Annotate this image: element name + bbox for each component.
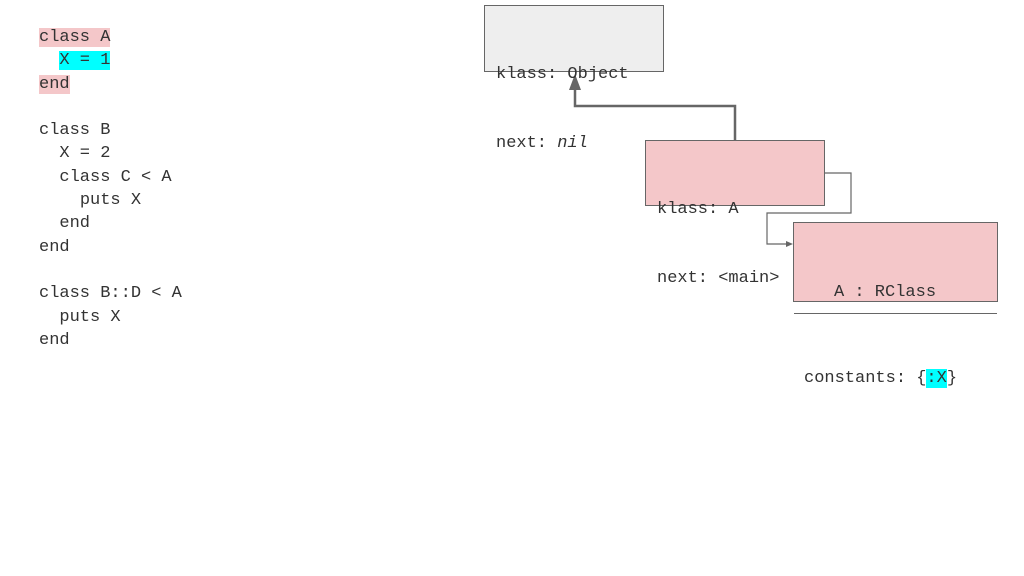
inheritance-arrowhead <box>569 74 581 90</box>
code-line-text: class A <box>39 28 111 47</box>
object-frame-box: klass: Object next: nil <box>484 5 664 153</box>
code-line: class C < A <box>39 166 182 189</box>
inheritance-arrow <box>573 82 737 140</box>
object-next-prefix: next: <box>496 134 558 153</box>
code-line: class A <box>39 26 182 49</box>
code-line-text: end <box>39 330 70 350</box>
code-line: X = 2 <box>39 142 182 165</box>
object-next-value: nil <box>557 134 588 153</box>
code-line-text: end <box>39 74 70 94</box>
class-pointer-arrowhead <box>786 241 793 247</box>
rclass-box: A : RClass constants: {:X} <box>793 222 998 388</box>
constants-suffix: } <box>946 369 958 388</box>
code-line: class B::D < A <box>39 282 182 305</box>
a-klass-label: klass: A <box>657 200 739 219</box>
class-pointer-connector <box>766 172 852 245</box>
code-line-text: class C < A <box>59 167 172 187</box>
code-line: puts X <box>39 306 182 329</box>
rclass-title: A : RClass <box>794 269 997 314</box>
code-line: class B <box>39 119 182 142</box>
object-klass-label: klass: Object <box>496 65 629 84</box>
object-next-row: next: nil <box>496 132 663 155</box>
code-line-text: class B <box>39 121 111 141</box>
code-line-text: class B::D < A <box>39 284 182 304</box>
code-line: end <box>39 329 182 352</box>
code-line: X = 1 <box>39 49 182 72</box>
code-line-text: X = 1 <box>59 51 111 71</box>
a-next-label: next: <main> <box>657 269 780 288</box>
code-line: end <box>39 236 182 259</box>
code-line-text: puts X <box>79 191 142 211</box>
code-line: end <box>39 212 182 235</box>
a-frame-box: klass: A next: <main> <box>645 140 825 288</box>
rclass-constants-row: constants: {:X} <box>794 360 997 390</box>
constants-prefix: constants: { <box>804 369 927 388</box>
constants-key: :X <box>926 369 947 388</box>
code-line: end <box>39 73 182 96</box>
code-line-text: X = 2 <box>59 144 111 164</box>
code-line-text: puts X <box>59 307 121 327</box>
code-listing: class A X = 1 end class B X = 2 class C < … <box>39 26 182 352</box>
code-line-text: end <box>59 214 91 234</box>
code-line: puts X <box>39 189 182 212</box>
code-line-text: end <box>39 237 70 257</box>
